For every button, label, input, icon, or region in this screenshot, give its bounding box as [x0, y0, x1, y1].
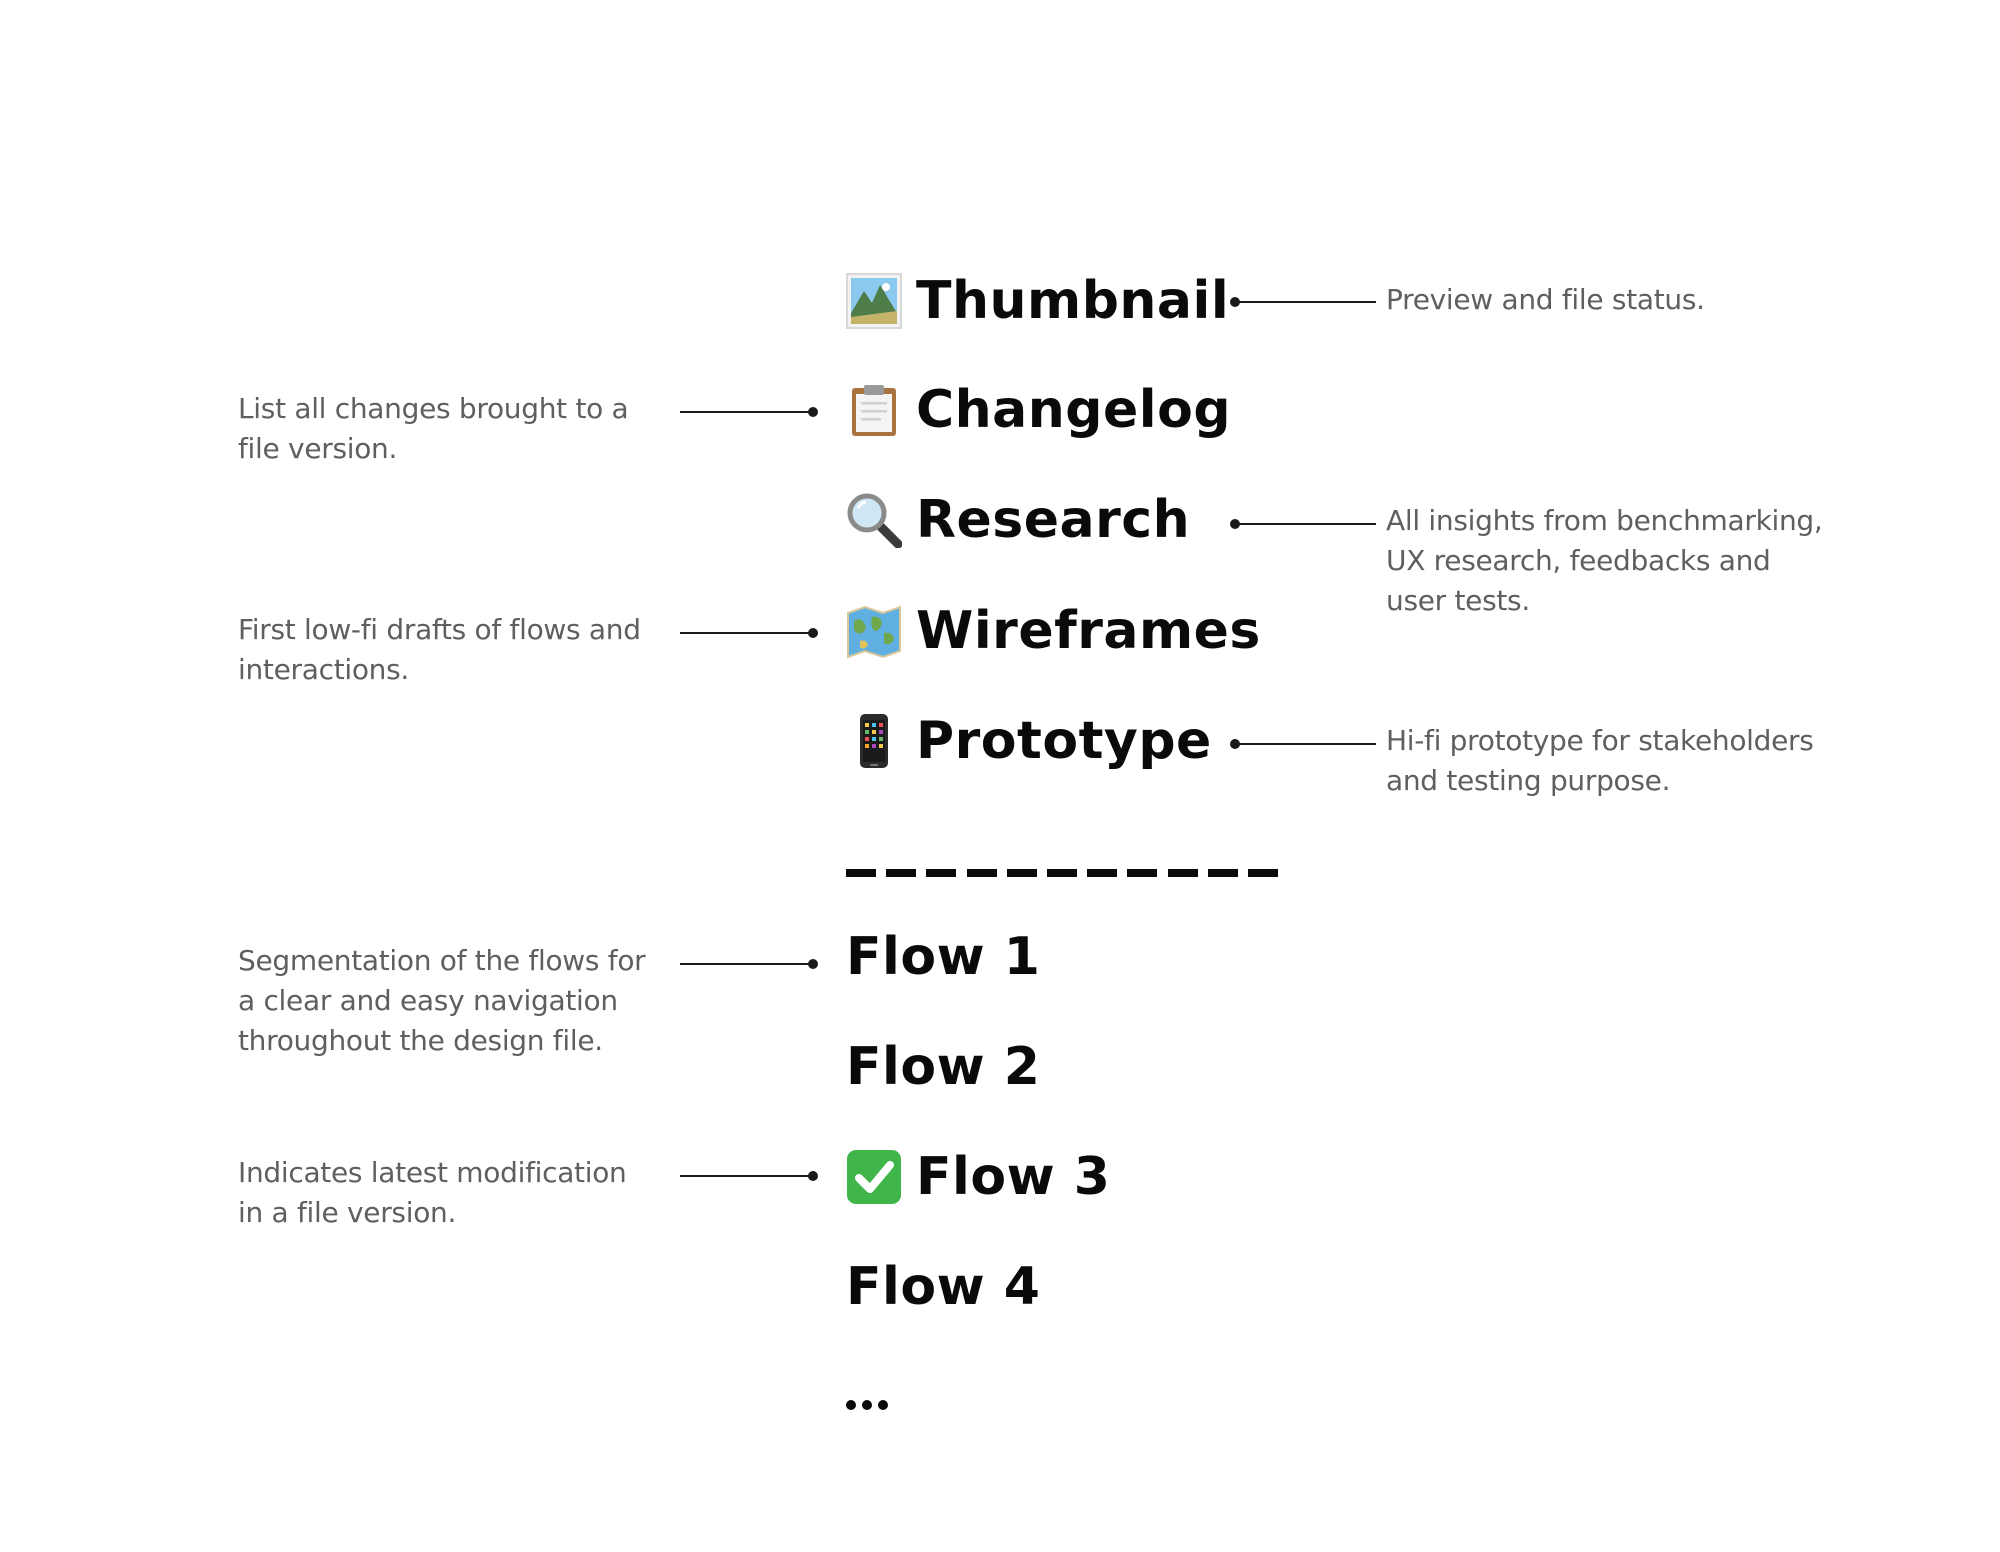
mobile-phone-icon — [846, 713, 902, 769]
page-flow-4[interactable]: Flow 4 — [846, 1252, 1040, 1322]
note-flows: Segmentation of the flows for a clear an… — [238, 941, 678, 1061]
page-flow-3-label: Flow 3 — [916, 1147, 1111, 1207]
connector-changelog — [680, 407, 818, 417]
page-wireframes-label: Wireframes — [916, 601, 1261, 661]
connector-thumbnail — [1230, 297, 1376, 307]
page-flow-4-label: Flow 4 — [846, 1257, 1041, 1317]
page-flow-1[interactable]: Flow 1 — [846, 922, 1040, 992]
page-flow-1-label: Flow 1 — [846, 927, 1041, 987]
note-research-line-1: All insights from benchmarking, — [1386, 504, 1823, 537]
page-research-label: Research — [916, 490, 1191, 550]
world-map-icon — [846, 603, 902, 659]
note-research: All insights from benchmarking, UX resea… — [1386, 501, 1966, 621]
section-divider — [846, 869, 1278, 879]
note-prototype-line-1: Hi-fi prototype for stakeholders — [1386, 724, 1814, 757]
note-research-line-3: user tests. — [1386, 584, 1530, 617]
check-mark-button-icon — [846, 1149, 902, 1205]
page-flow-2[interactable]: Flow 2 — [846, 1032, 1040, 1102]
page-flow-2-label: Flow 2 — [846, 1037, 1041, 1097]
page-prototype-label: Prototype — [916, 711, 1212, 771]
note-thumbnail: Preview and file status. — [1386, 280, 1946, 320]
more-pages-ellipsis — [846, 1400, 888, 1410]
note-prototype-line-2: and testing purpose. — [1386, 764, 1671, 797]
note-flows-line-3: throughout the design file. — [238, 1024, 603, 1057]
page-wireframes[interactable]: Wireframes — [846, 596, 1261, 666]
note-thumbnail-line: Preview and file status. — [1386, 283, 1705, 316]
connector-prototype — [1230, 739, 1376, 749]
note-wireframes-line-2: interactions. — [238, 653, 410, 686]
connector-flows — [680, 959, 818, 969]
page-prototype[interactable]: Prototype — [846, 706, 1212, 776]
note-flows-line-1: Segmentation of the flows for — [238, 944, 646, 977]
page-research[interactable]: Research — [846, 485, 1190, 555]
note-changelog: List all changes brought to a file versi… — [238, 389, 678, 469]
page-changelog[interactable]: Changelog — [846, 375, 1231, 445]
note-latest-line-1: Indicates latest modification — [238, 1156, 627, 1189]
note-flows-line-2: a clear and easy navigation — [238, 984, 618, 1017]
note-latest-line-2: in a file version. — [238, 1196, 457, 1229]
note-changelog-line-1: List all changes brought to a — [238, 392, 629, 425]
connector-latest — [680, 1171, 818, 1181]
note-changelog-line-2: file version. — [238, 432, 398, 465]
note-wireframes: First low-fi drafts of flows and interac… — [238, 610, 678, 690]
magnifying-glass-icon — [846, 492, 902, 548]
framed-picture-icon — [846, 273, 902, 329]
page-changelog-label: Changelog — [916, 380, 1232, 440]
note-research-line-2: UX research, feedbacks and — [1386, 544, 1771, 577]
page-thumbnail[interactable]: Thumbnail — [846, 266, 1229, 336]
note-latest: Indicates latest modification in a file … — [238, 1153, 678, 1233]
connector-research — [1230, 519, 1376, 529]
page-thumbnail-label: Thumbnail — [916, 271, 1230, 331]
clipboard-icon — [846, 382, 902, 438]
note-prototype: Hi-fi prototype for stakeholders and tes… — [1386, 721, 1966, 801]
note-wireframes-line-1: First low-fi drafts of flows and — [238, 613, 641, 646]
connector-wireframes — [680, 628, 818, 638]
page-flow-3[interactable]: Flow 3 — [846, 1142, 1110, 1212]
